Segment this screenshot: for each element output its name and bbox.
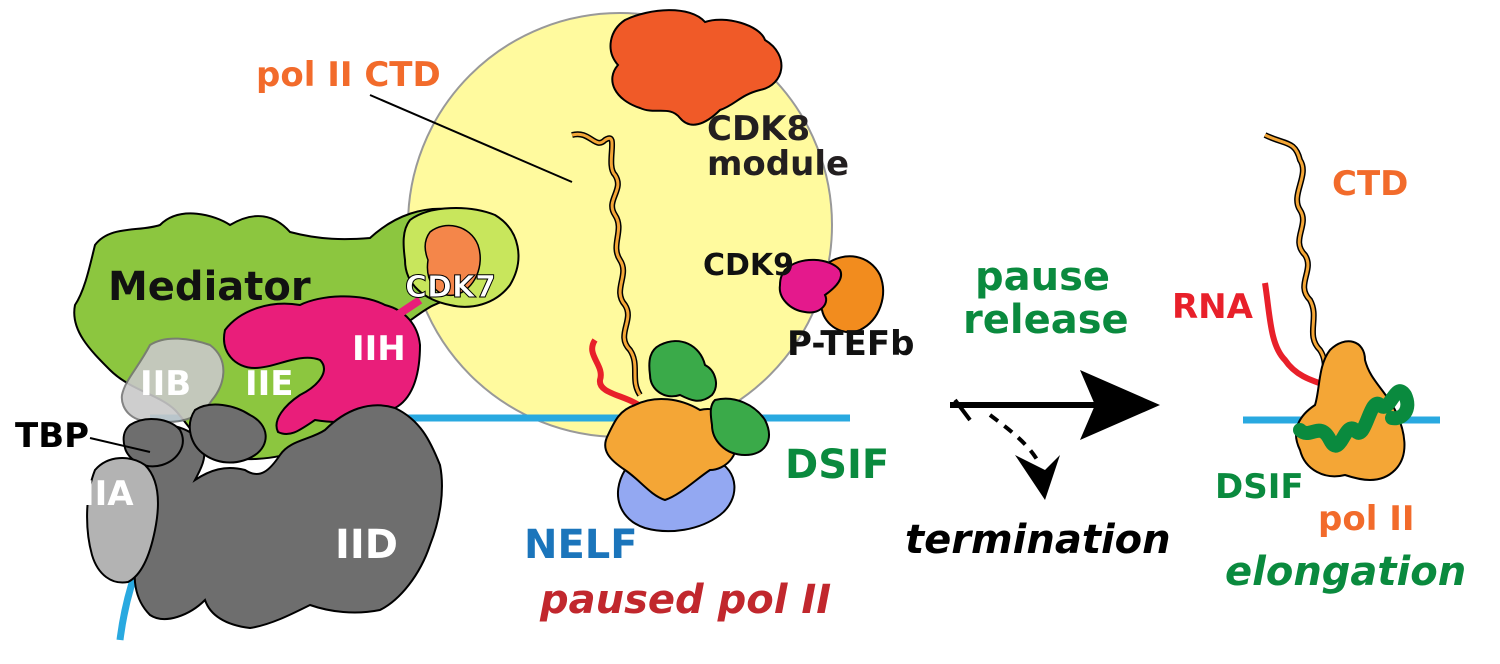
arrow-tick xyxy=(953,398,972,422)
iia-shape xyxy=(86,457,159,584)
cdk7-linker xyxy=(387,296,423,324)
cdk7-core-shape xyxy=(424,224,481,296)
label-p-tefb: P-TEFb xyxy=(787,324,914,364)
label-cdk8-line2: module xyxy=(707,144,849,184)
label-iib: IIB xyxy=(140,364,191,404)
ctd-tail-left-fill xyxy=(571,132,642,396)
pol-ii-ctd-leader-line xyxy=(369,94,573,183)
label-tbp: TBP xyxy=(15,416,89,456)
termination-arrowhead xyxy=(1015,455,1060,500)
label-cdk7: CDK7 xyxy=(405,270,496,305)
label-pol-ii-ctd: pol II CTD xyxy=(256,55,441,95)
label-ctd: CTD xyxy=(1332,164,1408,204)
tbp-shape xyxy=(122,418,184,468)
label-elongation: elongation xyxy=(1225,549,1466,595)
label-pause-release-2: release xyxy=(963,297,1129,343)
label-mediator: Mediator xyxy=(108,264,311,310)
iih-iie-shape xyxy=(223,295,422,436)
pol-ii-paused-shape xyxy=(604,398,737,502)
label-termination: termination xyxy=(905,517,1171,563)
cdk9-shape xyxy=(778,258,843,314)
pol-ii-elongation-shape xyxy=(1295,340,1406,481)
label-pause-release-1: pause xyxy=(975,254,1110,300)
tbp-leader-line xyxy=(89,437,151,453)
label-dsif-elongation: DSIF xyxy=(1215,467,1304,507)
label-pol-ii-elongation: pol II xyxy=(1318,499,1415,539)
ctd-tail-right-fill xyxy=(1264,133,1332,396)
label-cdk9: CDK9 xyxy=(703,248,794,283)
label-iie: IIE xyxy=(245,364,294,404)
label-nelf: NELF xyxy=(524,522,638,568)
ctd-tail-right xyxy=(1263,132,1333,397)
rna-strand-right xyxy=(1262,282,1326,388)
rna-strand-left xyxy=(589,338,648,413)
label-iih: IIH xyxy=(352,329,406,369)
label-iid: IID xyxy=(335,522,398,568)
cdk8-module-shape xyxy=(609,9,783,126)
dsif-elongation-shape xyxy=(1293,384,1415,453)
label-rna: RNA xyxy=(1172,287,1254,327)
pause-release-arrowhead xyxy=(1080,370,1160,440)
label-paused-pol-ii: paused pol II xyxy=(539,577,831,623)
label-cdk8-line1: CDK8 xyxy=(707,109,810,149)
label-iia: IIA xyxy=(82,474,134,514)
dsif-paused-shape xyxy=(648,340,717,402)
label-dsif-paused: DSIF xyxy=(785,442,889,488)
dsif-paused-shape-2 xyxy=(709,397,770,457)
termination-arrow-dashed xyxy=(988,413,1042,466)
iid-lower-shape xyxy=(188,403,267,464)
iid-shape xyxy=(133,404,443,630)
